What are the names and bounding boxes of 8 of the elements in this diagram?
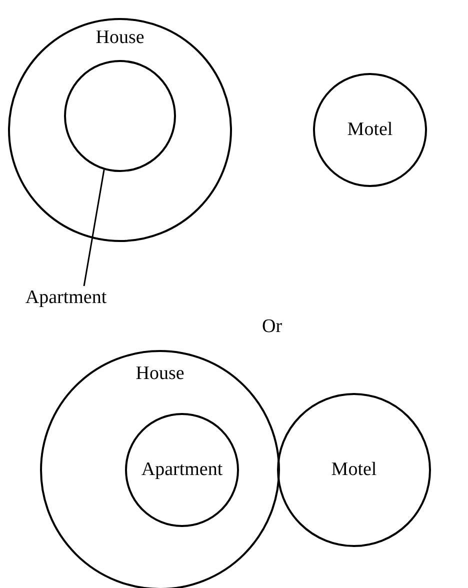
set-label: Motel (347, 119, 393, 141)
set-label: Motel (331, 459, 377, 481)
leader-line (83, 170, 105, 286)
set-label: House (136, 363, 184, 385)
set-label: Apartment (141, 459, 223, 481)
set-label: House (96, 27, 144, 49)
callout-label: Apartment (18, 286, 114, 310)
separator-text: Or (262, 316, 282, 338)
